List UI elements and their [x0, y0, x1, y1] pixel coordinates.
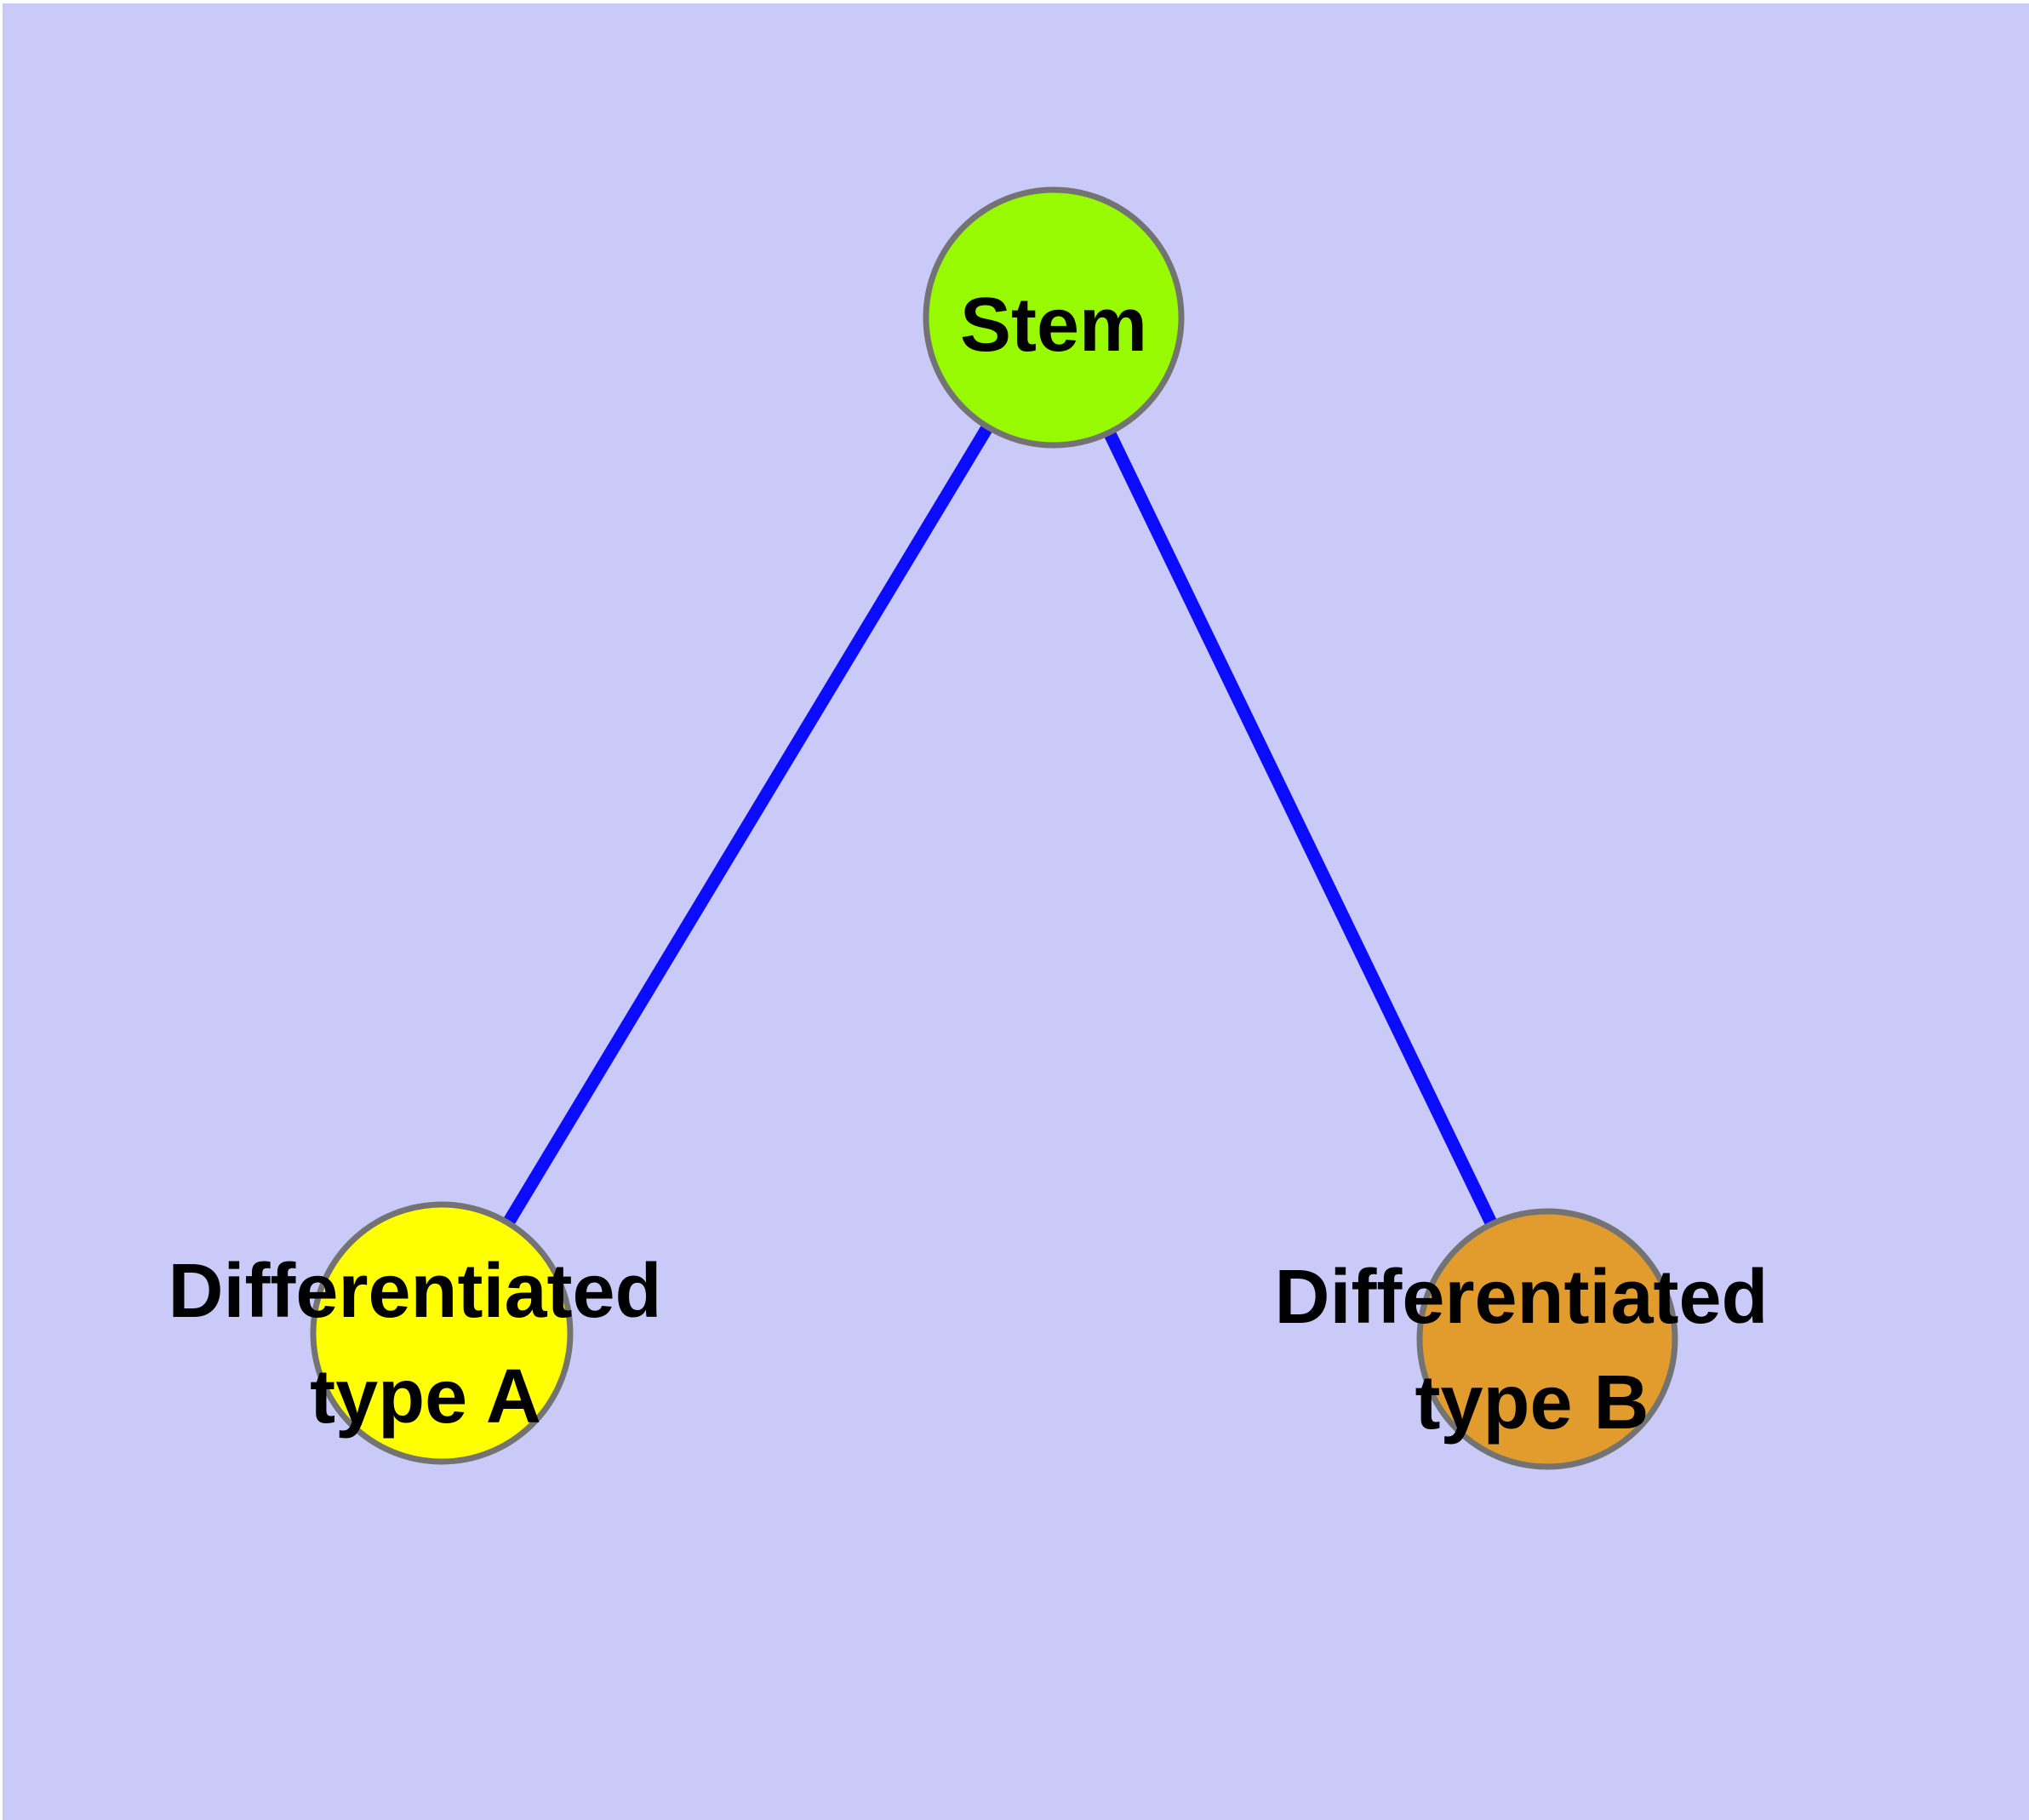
edge-stem-to-type-a: [436, 314, 1060, 1336]
node-stem-label: Stem: [960, 283, 1147, 368]
node-differentiated-type-b: [1416, 1208, 1678, 1470]
node-differentiated-type-a-label-line1: Differentiated: [168, 1249, 661, 1334]
node-differentiated-type-a-label-line2: type A: [310, 1354, 541, 1439]
edge-stem-to-type-b: [1048, 314, 1553, 1342]
node-differentiated-type-b-label: Differentiated type B: [1274, 1255, 1789, 1445]
node-differentiated-type-a: [310, 1201, 574, 1465]
node-differentiated-type-b-label-line1: Differentiated: [1274, 1255, 1768, 1340]
node-differentiated-type-b-label-line2: type B: [1415, 1360, 1649, 1445]
node-stem: [923, 186, 1185, 449]
node-differentiated-type-a-label: Differentiated type A: [168, 1249, 683, 1439]
